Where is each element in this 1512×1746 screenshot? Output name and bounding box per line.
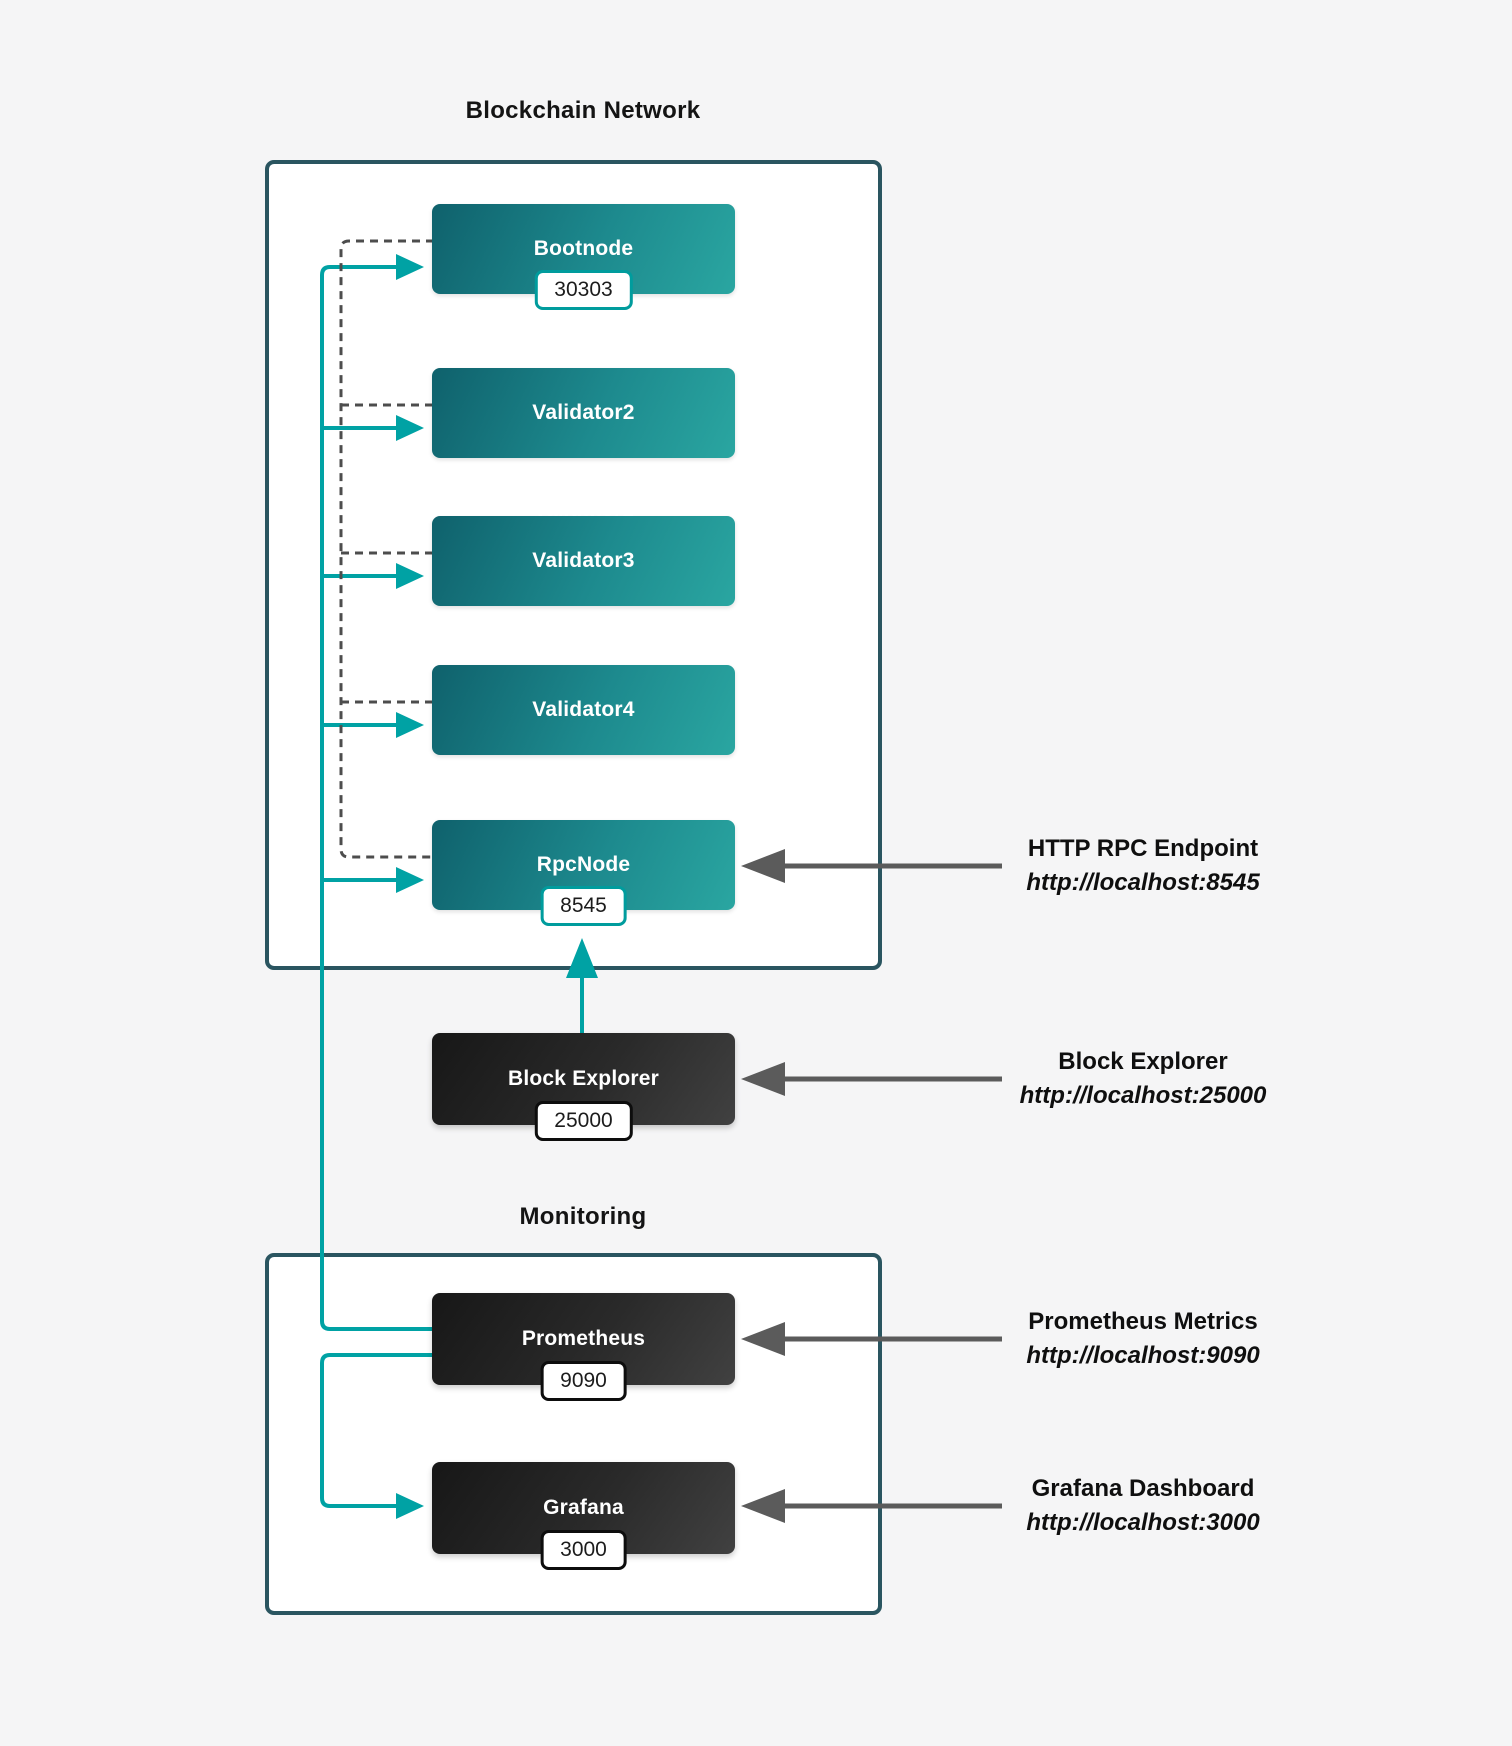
port-badge-grafana: 3000 bbox=[540, 1530, 627, 1570]
annotation-prometheus-title: Prometheus Metrics bbox=[1028, 1308, 1258, 1335]
node-bootnode-label: Bootnode bbox=[533, 237, 634, 260]
port-badge-rpcnode: 8545 bbox=[540, 886, 627, 926]
annotation-rpc-endpoint-url: http://localhost:8545 bbox=[1026, 869, 1260, 896]
node-validator4-label: Validator4 bbox=[532, 698, 635, 721]
node-prometheus: Prometheus 9090 bbox=[432, 1293, 735, 1401]
teal-arrowheads bbox=[396, 254, 598, 1519]
arrowhead-rpcnode bbox=[396, 867, 424, 893]
dashed-edge-trunk bbox=[339, 239, 434, 859]
annotation-grafana-url: http://localhost:3000 bbox=[1026, 1509, 1260, 1536]
arrowhead-validator3 bbox=[396, 563, 424, 589]
node-validator3: Validator3 bbox=[432, 516, 735, 606]
monitoring-title: Monitoring bbox=[519, 1203, 647, 1230]
arrowhead-left-prometheus bbox=[741, 1322, 785, 1356]
annotation-rpc-endpoint-title: HTTP RPC Endpoint bbox=[1027, 835, 1259, 862]
annotation-prometheus-url: http://localhost:9090 bbox=[1026, 1342, 1260, 1369]
annotation-block-explorer: Block Explorer http://localhost:25000 bbox=[983, 1045, 1303, 1113]
annotation-grafana: Grafana Dashboard http://localhost:3000 bbox=[983, 1472, 1303, 1540]
blockchain-network-title: Blockchain Network bbox=[465, 97, 701, 124]
arrowhead-left-rpc bbox=[741, 849, 785, 883]
port-badge-prometheus: 9090 bbox=[540, 1361, 627, 1401]
edge-prometheus-to-grafana bbox=[320, 1353, 434, 1508]
node-validator3-label: Validator3 bbox=[532, 549, 635, 572]
arrowhead-validator2 bbox=[396, 415, 424, 441]
annotation-prometheus: Prometheus Metrics http://localhost:9090 bbox=[983, 1305, 1303, 1373]
annotation-block-explorer-url: http://localhost:25000 bbox=[1019, 1082, 1267, 1109]
node-grafana: Grafana 3000 bbox=[432, 1462, 735, 1570]
node-validator2: Validator2 bbox=[432, 368, 735, 458]
node-rpcnode: RpcNode 8545 bbox=[432, 820, 735, 926]
arrowhead-validator4 bbox=[396, 712, 424, 738]
annotation-grafana-title: Grafana Dashboard bbox=[1031, 1475, 1255, 1502]
port-badge-bootnode: 30303 bbox=[534, 270, 633, 310]
annotation-block-explorer-title: Block Explorer bbox=[1058, 1048, 1228, 1075]
arrowhead-up-rpcnode bbox=[566, 938, 598, 978]
node-block-explorer-label: Block Explorer bbox=[507, 1067, 660, 1090]
teal-edge-trunk bbox=[320, 265, 584, 1508]
arrowhead-left-grafana bbox=[741, 1489, 785, 1523]
arrowhead-bootnode bbox=[396, 254, 424, 280]
node-bootnode: Bootnode 30303 bbox=[432, 204, 735, 310]
port-badge-block-explorer: 25000 bbox=[534, 1101, 633, 1141]
node-block-explorer: Block Explorer 25000 bbox=[432, 1033, 735, 1141]
node-prometheus-label: Prometheus bbox=[521, 1327, 646, 1350]
node-validator4: Validator4 bbox=[432, 665, 735, 755]
annotation-arrow-lines bbox=[783, 863, 1002, 1509]
annotation-arrowheads bbox=[741, 849, 785, 1523]
arrowhead-left-explorer bbox=[741, 1062, 785, 1096]
node-grafana-label: Grafana bbox=[543, 1496, 624, 1519]
node-validator2-label: Validator2 bbox=[532, 401, 635, 424]
arrowhead-grafana bbox=[396, 1493, 424, 1519]
annotation-rpc-endpoint: HTTP RPC Endpoint http://localhost:8545 bbox=[983, 832, 1303, 900]
node-rpcnode-label: RpcNode bbox=[536, 853, 631, 876]
